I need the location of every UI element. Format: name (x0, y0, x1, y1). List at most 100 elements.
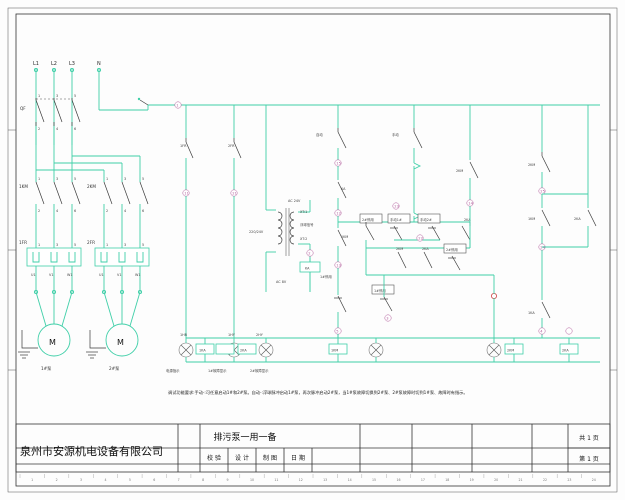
svg-text:2: 2 (38, 127, 40, 131)
power-bus (35, 109, 148, 182)
col-draw: 制 图 (263, 454, 277, 462)
auto-manual-selector: 自动 15 KA 12 1KM 13 1#停用 手动 (316, 104, 423, 338)
svg-text:5: 5 (142, 177, 144, 181)
ruler-mark: 15 (372, 478, 376, 482)
ka1-contact-label: 1KA (528, 311, 535, 315)
sheet-total: 共 1 页 (579, 434, 599, 442)
contactor1-label: 1KM (19, 184, 28, 189)
svg-text:U1: U1 (31, 273, 36, 277)
svg-text:5: 5 (74, 177, 76, 181)
wire-number-2: 2 (308, 252, 310, 256)
manual-label: 手动 (392, 132, 399, 137)
svg-text:1: 1 (38, 94, 40, 98)
ac-bottom-label: AC 8V (276, 280, 287, 284)
motor1-symbol: M (49, 338, 56, 347)
ac-top-label: AC 24V (288, 199, 301, 203)
neutral-label: N (97, 61, 101, 67)
ruler-mark: 16 (396, 478, 400, 482)
ruler-mark: 13 (323, 478, 327, 482)
xt2-label: XT:2 (300, 237, 307, 241)
main-breaker-qf: QF 1 3 5 2 4 6 (20, 94, 81, 131)
ka-contact-label: KA (341, 187, 346, 191)
wire-number-13: 13 (336, 264, 341, 268)
contactor-1km: 1KM 1 3 5 2 4 6 (19, 177, 81, 236)
wire-number-24: 24 (540, 246, 545, 250)
wire-number-12: 12 (336, 212, 341, 216)
bottom-rail (186, 337, 600, 363)
wire-number-21: 21 (232, 192, 237, 196)
svg-text:W1: W1 (135, 273, 141, 277)
fr2-aux-label: 2FR (228, 144, 235, 148)
ruler-mark: 18 (445, 478, 449, 482)
km2-label-row: 2KM (396, 247, 403, 251)
sheet-current: 第 1 页 (579, 455, 599, 463)
ruler-mark: 10 (250, 478, 254, 482)
svg-text:6: 6 (142, 209, 144, 213)
svg-text:4: 4 (124, 209, 126, 213)
ruler-mark: 1 (31, 478, 33, 482)
km1-coil-branch: 2KM 14 2KM 2KA 2#停用 1#停用 3 (365, 105, 479, 322)
overload-2fr: 2FR 1 3 5 U1 V1 W1 (87, 236, 150, 292)
ruler-mark: 20 (494, 478, 498, 482)
coil-1km: 1KM (331, 349, 338, 353)
svg-text:V1: V1 (117, 273, 121, 277)
company-name: 泉州市安源机电设备有限公司 (20, 444, 163, 458)
km2-aux-label: 2KM (528, 163, 535, 167)
col-date: 日 期 (291, 454, 305, 462)
ruler-mark: 3 (80, 478, 82, 482)
ruler-mark: 12 (299, 478, 303, 482)
coil-1ka: 1KA (199, 349, 206, 353)
overload-1fr: 1FR 1 3 5 U1 V1 W1 (19, 236, 82, 292)
svg-text:4: 4 (56, 209, 58, 213)
svg-text:3: 3 (56, 243, 58, 247)
svg-text:2: 2 (38, 209, 40, 213)
km2-aux3-label: 2KM (456, 169, 463, 173)
svg-text:3: 3 (56, 177, 58, 181)
wire-number-23: 23 (394, 205, 399, 209)
lamp3-caption: 2#故障显示 (250, 368, 269, 373)
ruler-mark: 8 (202, 478, 204, 482)
wire-number-22: 22 (418, 237, 423, 241)
km1-coil-group: 5 1KM (328, 327, 384, 362)
motor2-symbol: M (117, 338, 124, 347)
col-design: 设 计 (235, 454, 249, 462)
fr1-aux-label: 1FR (180, 144, 187, 148)
title-block: 泉州市安源机电设备有限公司 排污泵一用一备 校 验 设 计 制 图 日 期 共 … (15, 423, 611, 473)
supply-lines (33, 67, 102, 145)
svg-text:1: 1 (106, 177, 108, 181)
ruler-mark: 24 (592, 478, 596, 482)
motor1-label: 1#泵 (41, 366, 51, 371)
svg-text:3: 3 (124, 177, 126, 181)
contactor-2km: 2KM 1 3 5 2 4 6 (87, 177, 149, 236)
ruler-mark: 21 (518, 478, 522, 482)
ka2-label-row: 2KA (422, 247, 429, 251)
indicator-group-3: 2HY 2KA 2#故障显示 (237, 333, 274, 373)
wire-number-14: 14 (468, 202, 473, 206)
marker-dot (490, 292, 497, 299)
note-text: 调试功能要求:手动-:可任意启动1#和2#泵。自动-:浮球脉冲启动1#泵，再次脉… (168, 389, 468, 396)
float-signal-label: 浮球信号 (300, 222, 314, 227)
ka2-aux-label: 2KA (574, 217, 581, 221)
ruler-mark: 22 (543, 478, 547, 482)
breaker-label: QF (20, 106, 26, 111)
svg-text:1: 1 (106, 243, 108, 247)
svg-text:3: 3 (56, 94, 58, 98)
svg-text:W1: W1 (67, 273, 73, 277)
contactor2-label: 2KM (87, 184, 96, 189)
svg-text:2: 2 (106, 209, 108, 213)
side-ticks (8, 129, 617, 371)
col-check: 校 验 (207, 454, 221, 462)
svg-text:5: 5 (142, 243, 144, 247)
stop1-label-left: 1#停用 (320, 274, 332, 279)
manual2-label: 手动2# (420, 217, 432, 222)
ruler-mark: 6 (153, 478, 155, 482)
motor2-label: 2#泵 (109, 366, 119, 371)
svg-text:4: 4 (56, 127, 58, 131)
manual1-label: 手动1# (390, 217, 402, 222)
ka-coil-label: KA (305, 267, 310, 271)
svg-text:3: 3 (124, 243, 126, 247)
phase-label-l3: L3 (69, 61, 75, 67)
ruler-mark: 5 (129, 478, 131, 482)
